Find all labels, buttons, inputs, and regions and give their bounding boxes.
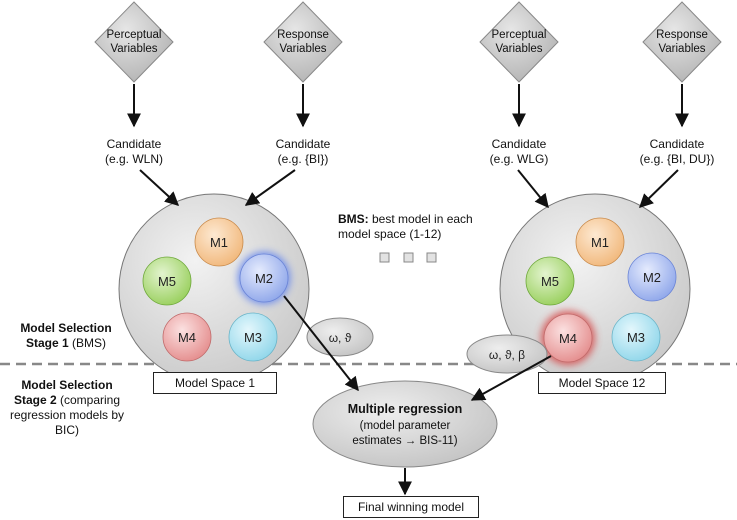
diamond-response-right <box>642 1 722 83</box>
candidate-wlg: Candidate(e.g. WLG) <box>489 137 549 166</box>
arrow-candidate-bi-du <box>638 169 679 208</box>
model-m1-right <box>575 217 625 267</box>
params-left-label: ω, ϑ <box>329 331 352 345</box>
model-m5-left-label: M5 <box>158 274 176 289</box>
ellipsis-square-2 <box>403 252 414 263</box>
model-m4-left-label: M4 <box>178 330 196 345</box>
diamond-perceptual-right <box>479 1 559 83</box>
model-m5-left <box>142 256 192 306</box>
arrow-m4-to-regression <box>470 355 552 401</box>
arrow-candidate-bi <box>244 169 296 206</box>
model-m5-right-label: M5 <box>541 274 559 289</box>
arrow-m2-to-regression <box>283 295 359 392</box>
candidate-wln: Candidate(e.g. WLN) <box>104 137 163 166</box>
final-winning-model-box: Final winning model <box>343 496 479 518</box>
model-space-1-box: Model Space 1 <box>153 372 277 394</box>
params-right-label: ω, ϑ, β <box>489 348 525 362</box>
diamond-perceptual-left <box>94 1 174 83</box>
model-m4-right-label: M4 <box>559 331 577 346</box>
model-m1-left <box>194 217 244 267</box>
model-m5-right <box>525 256 575 306</box>
regression-title: Multiple regression <box>347 402 463 416</box>
ellipsis-square-1 <box>379 252 390 263</box>
model-m1-left-label: M1 <box>210 235 228 250</box>
regression-ellipse <box>312 380 498 468</box>
model-m4-right <box>543 313 593 363</box>
model-m2-left <box>239 253 289 303</box>
model-space-12-box: Model Space 12 <box>538 372 666 394</box>
model-m2-right <box>627 252 677 302</box>
model-m2-right-label: M2 <box>643 270 661 285</box>
model-m3-left <box>228 312 278 362</box>
ellipsis-square-3 <box>426 252 437 263</box>
model-m2-left-label: M2 <box>255 271 273 286</box>
model-m1-right-label: M1 <box>591 235 609 250</box>
model-m3-right <box>611 312 661 362</box>
arrow-candidate-wlg <box>517 169 549 209</box>
model-m3-left-label: M3 <box>244 330 262 345</box>
bms-note-bold: BMS: <box>338 212 369 226</box>
model-m3-right-label: M3 <box>627 330 645 345</box>
diamond-response-left <box>263 1 343 83</box>
candidate-bi-du: Candidate(e.g. {BI, DU}) <box>639 137 715 166</box>
params-ellipse-right <box>466 334 548 374</box>
candidate-bi: Candidate(e.g. {BI}) <box>275 137 331 166</box>
stage1-rest: (BMS) <box>68 336 107 350</box>
arrow-candidate-wln <box>139 169 180 206</box>
model-m4-left <box>162 312 212 362</box>
